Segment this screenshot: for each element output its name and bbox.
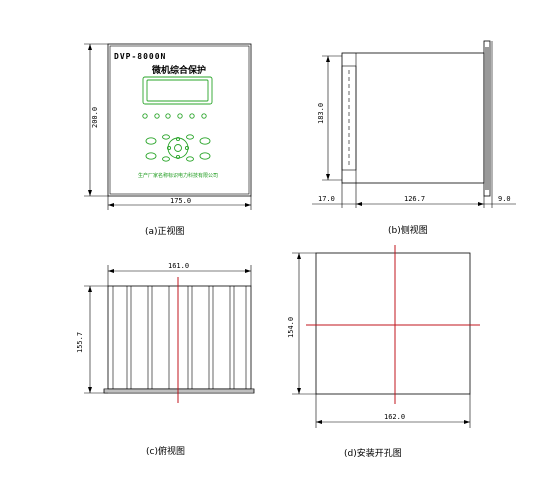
front-width-dim: 175.0 (170, 197, 191, 205)
side-view-caption: (b)侧视图 (388, 224, 428, 236)
model-label: DVP-8000N (114, 52, 166, 61)
front-panel (107, 43, 252, 197)
cutout-view-caption: (d)安装开孔图 (344, 447, 402, 459)
device-name-label: 微机综合保护 (151, 64, 206, 76)
top-width-dim: 161.0 (168, 262, 189, 270)
side-front-dim: 17.0 (318, 195, 335, 203)
side-height-dim: 183.0 (317, 103, 325, 124)
front-height-dim: 200.0 (91, 107, 99, 128)
front-view-caption: (a)正视图 (145, 225, 185, 237)
cutout-view: 154.0 162.0 (d)安装开孔图 (287, 245, 480, 459)
top-view: 161.0 155.7 (c)俯视图 (76, 262, 255, 457)
indicator-led-row (142, 113, 207, 119)
top-height-dim: 155.7 (76, 332, 84, 353)
front-view: 200.0 DVP-8000N 微机综合保护 (84, 43, 252, 237)
side-depth-dim: 126.7 (404, 195, 425, 203)
side-rear-flange (483, 40, 491, 197)
cutout-rect (315, 252, 471, 395)
heat-sink-fins (112, 286, 247, 389)
side-body (341, 52, 485, 184)
side-view: 183.0 17.0 126.7 9.0 (b)侧视图 (312, 40, 516, 236)
lcd-screen (142, 76, 213, 105)
cutout-height-dim: 154.0 (287, 317, 295, 338)
keypad (145, 134, 211, 162)
cutout-width-dim: 162.0 (384, 413, 405, 421)
top-body (107, 285, 252, 390)
manufacturer-label: 生产厂家名称标识电力科技有限公司 (138, 172, 218, 179)
side-rear-dim: 9.0 (498, 195, 511, 203)
top-view-caption: (c)俯视图 (146, 445, 185, 457)
